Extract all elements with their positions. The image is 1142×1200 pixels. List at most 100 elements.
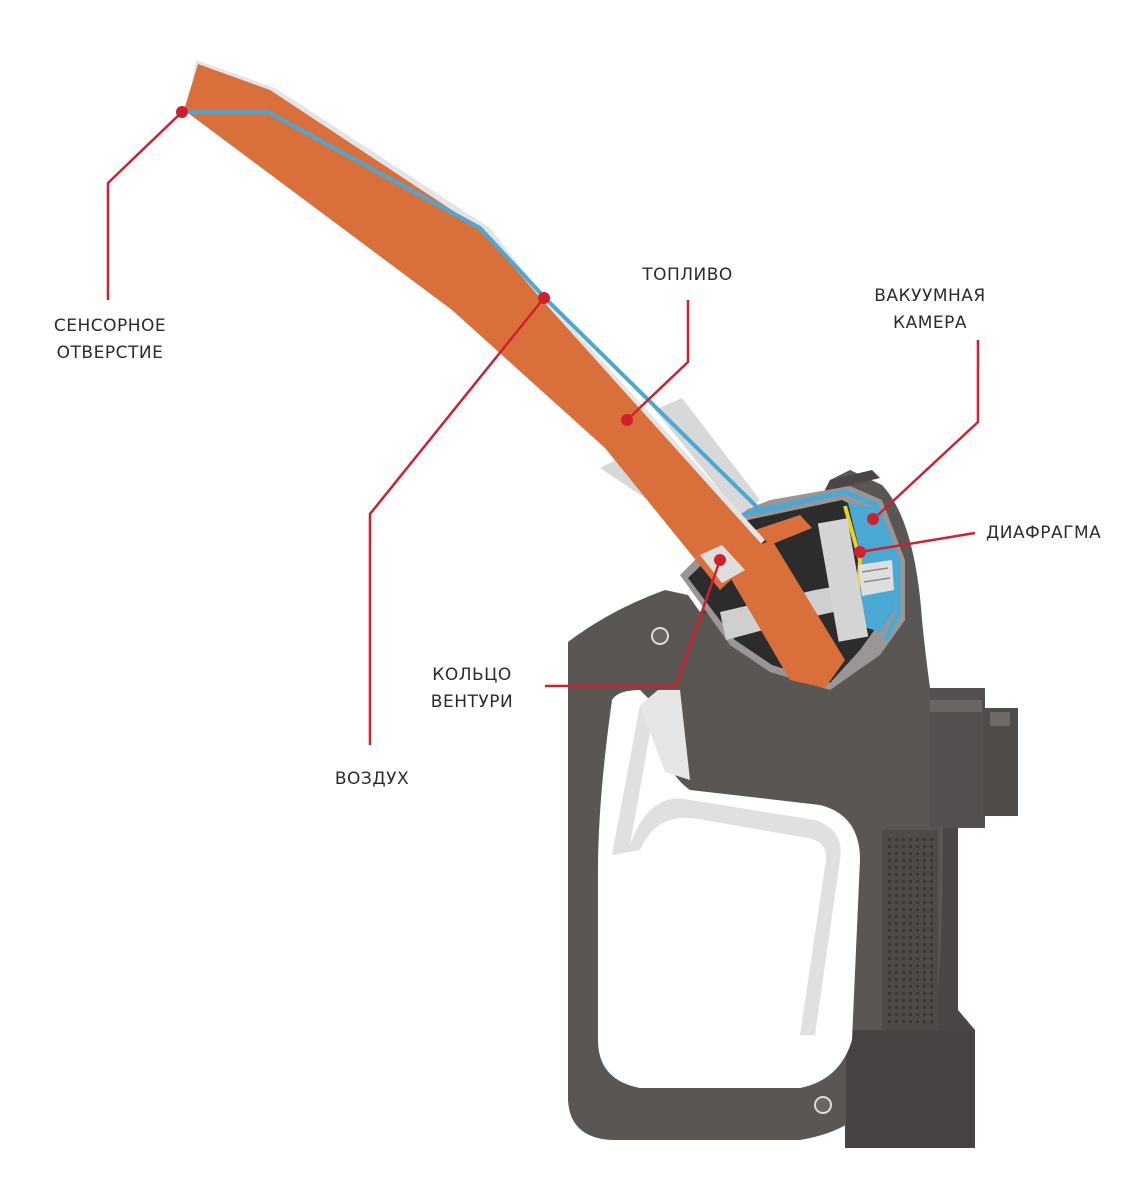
label-venturi-ring: КОЛЬЦО ВЕНТУРИ bbox=[407, 662, 537, 716]
grip-texture-dot bbox=[888, 978, 891, 981]
grip-texture-dot bbox=[902, 999, 905, 1002]
label-diaphragm: ДИАФРАГМА bbox=[986, 520, 1136, 547]
grip-texture-dot bbox=[930, 908, 933, 911]
grip-texture-dot bbox=[909, 978, 912, 981]
grip-texture-dot bbox=[909, 922, 912, 925]
grip-texture-dot bbox=[923, 999, 926, 1002]
vacuum-chamber-marker bbox=[867, 513, 879, 525]
grip-texture-dot bbox=[909, 915, 912, 918]
grip-texture-dot bbox=[930, 936, 933, 939]
grip-texture-dot bbox=[895, 957, 898, 960]
grip-texture-dot bbox=[916, 1013, 919, 1016]
grip-texture-dot bbox=[923, 957, 926, 960]
grip-texture-dot bbox=[923, 894, 926, 897]
grip-texture-dot bbox=[923, 985, 926, 988]
label-venturi-ring-line-2: ВЕНТУРИ bbox=[430, 692, 514, 712]
grip-texture-dot bbox=[916, 859, 919, 862]
grip-texture-dot bbox=[909, 936, 912, 939]
grip-texture-dot bbox=[916, 936, 919, 939]
grip-texture-dot bbox=[916, 950, 919, 953]
grip-texture-dot bbox=[895, 866, 898, 869]
grip-texture-dot bbox=[909, 838, 912, 841]
grip-texture-dot bbox=[902, 866, 905, 869]
label-vacuum-chamber-line-1: ВАКУУМНАЯ bbox=[874, 286, 986, 306]
grip-texture-dot bbox=[916, 957, 919, 960]
grip-texture-dot bbox=[895, 950, 898, 953]
grip-texture-dot bbox=[895, 915, 898, 918]
grip-texture-dot bbox=[916, 887, 919, 890]
grip-texture-dot bbox=[888, 985, 891, 988]
grip-texture-dot bbox=[902, 936, 905, 939]
label-diaphragm-text: ДИАФРАГМА bbox=[986, 523, 1102, 543]
grip-texture-dot bbox=[930, 894, 933, 897]
grip-texture-dot bbox=[895, 838, 898, 841]
grip-texture-dot bbox=[902, 992, 905, 995]
grip-texture-dot bbox=[902, 1013, 905, 1016]
grip-texture-dot bbox=[888, 908, 891, 911]
grip-texture-dot bbox=[916, 845, 919, 848]
grip-texture-dot bbox=[909, 873, 912, 876]
grip-texture-dot bbox=[895, 929, 898, 932]
grip-texture-dot bbox=[916, 852, 919, 855]
grip-texture-dot bbox=[909, 880, 912, 883]
grip-texture-dot bbox=[923, 901, 926, 904]
grip-texture-dot bbox=[909, 985, 912, 988]
grip-texture-dot bbox=[888, 880, 891, 883]
air-channel bbox=[188, 110, 843, 515]
grip-texture-dot bbox=[902, 915, 905, 918]
grip-texture-dot bbox=[923, 922, 926, 925]
grip-texture-dot bbox=[923, 1013, 926, 1016]
label-sensor-hole: СЕНСОРНОЕ ОТВЕРСТИЕ bbox=[30, 313, 190, 367]
grip-texture-dot bbox=[888, 852, 891, 855]
grip-texture-dot bbox=[930, 859, 933, 862]
grip-texture-dot bbox=[930, 999, 933, 1002]
grip-texture-dot bbox=[902, 887, 905, 890]
label-sensor-hole-line-2: ОТВЕРСТИЕ bbox=[56, 343, 164, 363]
grip-texture-dot bbox=[909, 957, 912, 960]
leader-line-sensor-hole bbox=[106, 111, 183, 300]
grip-texture-dot bbox=[888, 999, 891, 1002]
grip-texture-dot bbox=[902, 1020, 905, 1023]
grip-texture-dot bbox=[923, 880, 926, 883]
grip-texture-dot bbox=[895, 852, 898, 855]
grip-texture-dot bbox=[930, 845, 933, 848]
leader-line-diaphragm bbox=[859, 531, 976, 554]
label-sensor-hole-line-1: СЕНСОРНОЕ bbox=[53, 316, 167, 336]
grip-texture-dot bbox=[888, 1006, 891, 1009]
grip-texture-dot bbox=[895, 1013, 898, 1016]
grip-texture-dot bbox=[916, 964, 919, 967]
grip-texture-dot bbox=[902, 985, 905, 988]
grip-texture-dot bbox=[902, 950, 905, 953]
grip-texture-dot bbox=[930, 943, 933, 946]
grip-texture-dot bbox=[895, 971, 898, 974]
grip-texture-dot bbox=[916, 985, 919, 988]
grip-texture-dot bbox=[916, 943, 919, 946]
grip-texture-dot bbox=[888, 845, 891, 848]
grip-texture-dot bbox=[916, 929, 919, 932]
grip-texture-dot bbox=[923, 978, 926, 981]
grip-texture-dot bbox=[895, 908, 898, 911]
grip-texture-dot bbox=[930, 1020, 933, 1023]
grip-texture-dot bbox=[902, 971, 905, 974]
grip-texture-dot bbox=[888, 929, 891, 932]
grip-texture-dot bbox=[930, 838, 933, 841]
grip-texture-dot bbox=[930, 852, 933, 855]
grip-texture-dot bbox=[923, 992, 926, 995]
grip-texture-dot bbox=[909, 950, 912, 953]
grip-texture-dot bbox=[930, 992, 933, 995]
grip-texture-dot bbox=[923, 950, 926, 953]
label-vacuum-chamber-line-2: КАМЕРА bbox=[893, 313, 967, 333]
grip-texture-dot bbox=[909, 859, 912, 862]
leader-line-air bbox=[368, 297, 545, 745]
grip-texture-dot bbox=[888, 950, 891, 953]
grip-texture-dot bbox=[888, 992, 891, 995]
grip-texture-dot bbox=[930, 901, 933, 904]
grip-texture-dot bbox=[916, 978, 919, 981]
grip-texture-dot bbox=[909, 1020, 912, 1023]
label-air: ВОЗДУХ bbox=[317, 766, 427, 793]
grip-texture-dot bbox=[909, 1013, 912, 1016]
grip-texture-dot bbox=[923, 908, 926, 911]
grip-texture-dot bbox=[930, 971, 933, 974]
grip-texture-dot bbox=[888, 859, 891, 862]
